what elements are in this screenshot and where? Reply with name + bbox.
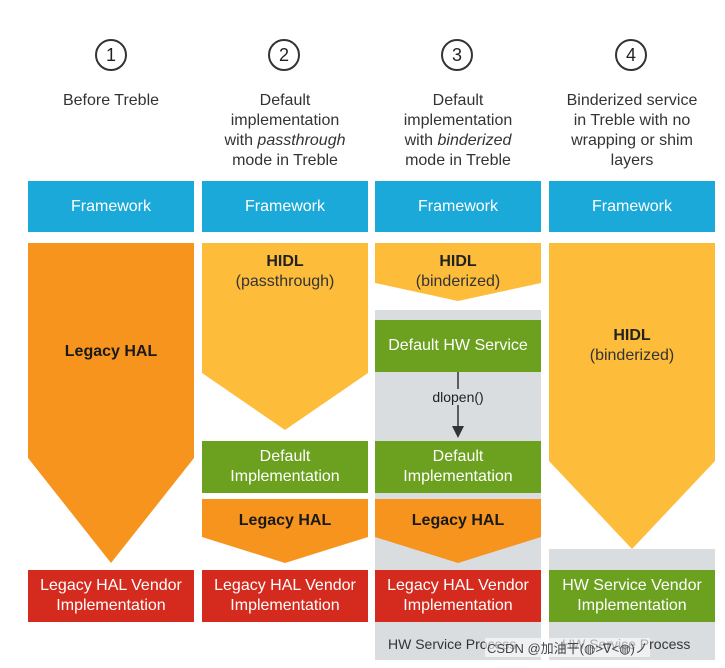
- watermark-text: CSDN @加油干(◍>∇<◍)ノ: [485, 638, 650, 657]
- dlopen-arrow: [452, 372, 464, 438]
- column-1-heading: Before Treble: [62, 92, 160, 109]
- hidl-binderized-arrow-4: [549, 243, 715, 549]
- hw-service-process-label-3: HW Service Process: [388, 636, 517, 652]
- step-number-3: 3: [441, 39, 473, 71]
- legacy-hal-label-1: Legacy HAL: [64, 343, 158, 360]
- dlopen-label: dlopen(): [425, 389, 491, 405]
- hidl-passthrough-arrow: [202, 243, 368, 430]
- legacy-hal-arrow-2: [202, 499, 368, 563]
- default-hw-service-box: Default HW Service: [375, 320, 541, 372]
- column-3-heading: Default implementation with binderized m…: [403, 92, 513, 169]
- framework-box-4: Framework: [549, 181, 715, 232]
- framework-box-2: Framework: [202, 181, 368, 232]
- legacy-hal-arrow-3: [375, 499, 541, 563]
- hidl-binderized-label-3: HIDL (binderized): [415, 253, 501, 290]
- step-number-4: 4: [615, 39, 647, 71]
- hidl-passthrough-label: HIDL (passthrough): [235, 253, 335, 290]
- step-number-1: 1: [95, 39, 127, 71]
- legacy-hal-label-2: Legacy HAL: [238, 512, 332, 529]
- framework-box-1: Framework: [28, 181, 194, 232]
- column-2-heading: Default implementation with passthrough …: [224, 92, 346, 169]
- legacy-hal-label-3: Legacy HAL: [411, 512, 505, 529]
- step-number-2: 2: [268, 39, 300, 71]
- column-4-heading: Binderized service in Treble with no wra…: [566, 92, 698, 169]
- hidl-binderized-label-4: HIDL (binderized): [589, 327, 675, 364]
- framework-box-3: Framework: [375, 181, 541, 232]
- legacy-hal-arrow-1: [28, 243, 194, 563]
- hidl-binderized-arrow-3: [375, 243, 541, 301]
